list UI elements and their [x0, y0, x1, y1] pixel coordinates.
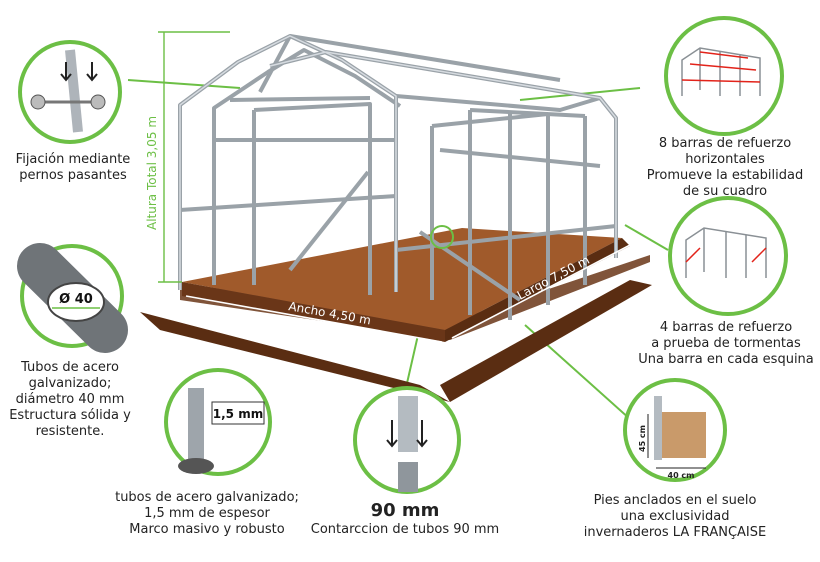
diameter-badge: Ø 40	[59, 292, 93, 307]
arrow-down-icon	[60, 62, 98, 82]
diameter-callout	[17, 243, 128, 353]
joint-callout	[353, 386, 461, 494]
length-dimension	[451, 243, 633, 339]
height-label: Altura Total 3,05 m	[145, 116, 159, 230]
anchor-callout	[623, 378, 727, 482]
bolts-callout	[18, 40, 122, 144]
anchor-width: 40 cm	[668, 471, 695, 480]
arrow-down-icon	[386, 420, 428, 448]
diameter-caption: Tubos de acero galvanizado; diámetro 40 …	[9, 360, 131, 439]
storm-bars-callout	[668, 196, 788, 316]
storm-bars-caption: 4 barras de refuerzo a prueba de torment…	[638, 320, 814, 367]
width-dimension	[185, 295, 443, 343]
joint-highlight	[430, 225, 454, 249]
anchor-caption: Pies anclados en el suelo una exclusivid…	[583, 493, 767, 540]
thickness-caption: tubos de acero galvanizado; 1,5 mm de es…	[115, 490, 299, 537]
bolts-caption: Fijación mediante pernos pasantes	[15, 152, 131, 183]
joint-title: 90 mm	[370, 500, 440, 521]
horizontal-bars-caption: 8 barras de refuerzo horizontales Promue…	[646, 136, 804, 199]
height-dimension	[158, 31, 230, 283]
joint-caption: 90 mm Contarccion de tubos 90 mm	[300, 500, 510, 538]
thickness-badge: 1,5 mm	[213, 407, 263, 421]
anchor-depth: 45 cm	[638, 425, 647, 452]
thickness-callout	[164, 368, 272, 476]
horizontal-bars-callout	[664, 16, 784, 136]
